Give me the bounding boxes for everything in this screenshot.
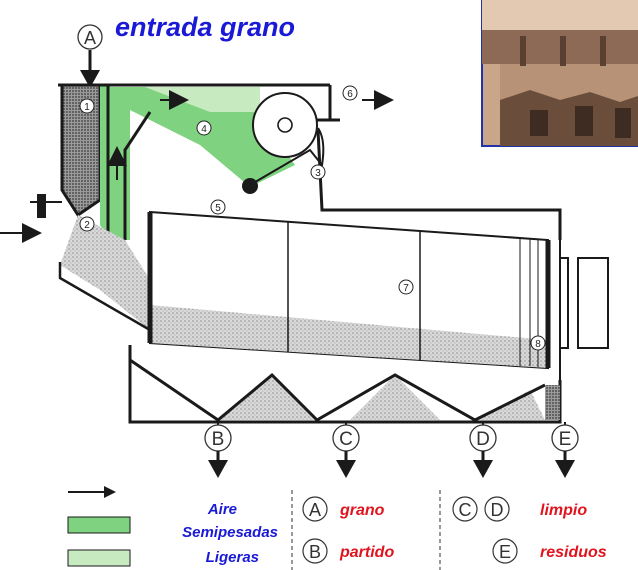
svg-text:D: D (491, 500, 504, 520)
legend-ligeras-swatch (67, 549, 131, 567)
part-1-marker: 1 (79, 98, 95, 114)
outlet-e: E (551, 422, 579, 478)
outlet-b: B (204, 422, 232, 478)
residue-bin (545, 385, 560, 420)
part-7-marker: 7 (398, 279, 414, 295)
svg-text:5: 5 (215, 203, 221, 214)
legend-partido-label: partido (339, 544, 394, 561)
legend-limpio: C D limpio (452, 496, 587, 522)
legend-aire-label: Aire (207, 501, 237, 518)
hopper-dividers (129, 358, 546, 422)
svg-text:1: 1 (84, 102, 90, 113)
svg-text:A: A (309, 500, 321, 520)
air-damper (37, 194, 46, 218)
title-group: A entrada grano (77, 12, 295, 50)
svg-text:3: 3 (315, 168, 321, 179)
legend-grano: A grano (302, 496, 385, 522)
legend-aire-arrowhead (104, 486, 116, 498)
feed-roller (242, 178, 258, 194)
outlet-d: D (469, 422, 497, 478)
legend-residuos: E residuos (492, 538, 607, 564)
part-labels: 1 2 3 4 5 6 7 8 (79, 85, 546, 351)
drive-shaft (559, 257, 569, 349)
svg-text:C: C (459, 500, 472, 520)
air-channel-mid (110, 87, 130, 240)
legend-semipesadas-swatch (67, 516, 131, 534)
drive-motor (577, 257, 609, 349)
svg-text:2: 2 (84, 220, 90, 231)
svg-text:6: 6 (347, 89, 353, 100)
legend-residuos-label: residuos (540, 544, 607, 561)
svg-text:E: E (499, 542, 511, 562)
outlet-e-label: E (559, 429, 572, 450)
trommel-grain-bed (150, 305, 548, 368)
svg-text:8: 8 (535, 339, 541, 350)
outlet-d-label: D (476, 429, 490, 450)
part-5-marker: 5 (210, 199, 226, 215)
outlet-c-label: C (339, 429, 353, 450)
diagram-title: entrada grano (115, 12, 295, 42)
marker-a-circle (77, 24, 103, 50)
legend-partido: B partido (302, 538, 394, 564)
fan-hub (277, 117, 293, 133)
fan-baffle (249, 127, 325, 186)
part-6-marker: 6 (342, 85, 358, 101)
part-8-marker: 8 (530, 335, 546, 351)
part-4-marker: 4 (196, 120, 212, 136)
outlet-b-label: B (212, 429, 225, 450)
legend-grano-label: grano (339, 502, 385, 519)
lower-left-wall (58, 262, 151, 332)
grain-curtain (60, 215, 150, 330)
legend-ligeras-label: Ligeras (206, 549, 259, 566)
svg-text:4: 4 (201, 124, 207, 135)
title-marker: A (84, 28, 96, 48)
outlet-c: C (332, 422, 360, 478)
part-2-marker: 2 (79, 216, 95, 232)
legend-semipesadas-label: Semipesadas (182, 524, 278, 541)
inlet-arrowhead (80, 70, 100, 88)
svg-text:B: B (309, 542, 321, 562)
svg-text:7: 7 (403, 283, 409, 294)
collected-grain (130, 375, 545, 420)
legend: Aire Semipesadas Ligeras A grano B parti… (67, 486, 607, 570)
machine-photo (481, 0, 638, 147)
part-3-marker: 3 (310, 164, 326, 180)
legend-limpio-label: limpio (540, 502, 587, 519)
